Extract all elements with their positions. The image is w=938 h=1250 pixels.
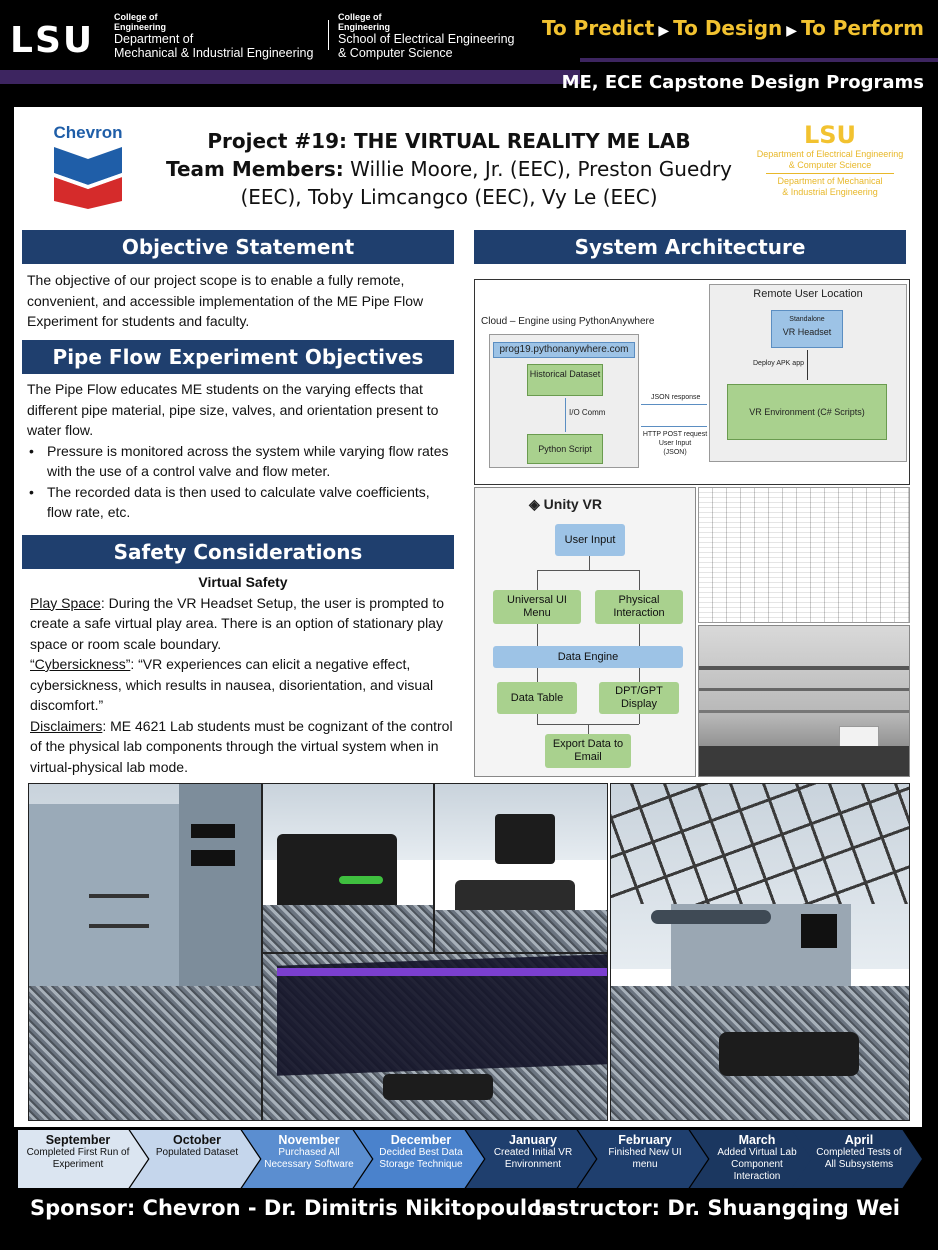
safety-heading: Safety Considerations: [22, 535, 454, 569]
objective-heading: Objective Statement: [22, 230, 454, 264]
objective-text: The objective of our project scope is to…: [27, 272, 424, 329]
lsu-logo: LSU: [10, 20, 95, 61]
vr-headset-box: Standalone VR Headset: [771, 310, 843, 348]
url-label: prog19.pythonanywhere.com: [493, 342, 635, 358]
unity-logo: ◈ Unity VR: [529, 496, 603, 512]
data-table-box: Data Table: [497, 682, 577, 714]
team-members: Team Members: Willie Moore, Jr. (EEC), P…: [165, 157, 733, 181]
purple-tab: [580, 58, 938, 102]
pipe-flow-text: The Pipe Flow educates ME students on th…: [27, 379, 457, 523]
vr-screenshot-keyboard: [434, 783, 608, 953]
vr-screenshot-valve-menu: [262, 783, 434, 953]
project-title: Project #19: THE VIRTUAL REALITY ME LAB: [207, 129, 691, 153]
pipe-flow-bullets: Pressure is monitored across the system …: [27, 441, 457, 523]
safety-text: Virtual Safety Play Space: During the VR…: [30, 574, 453, 775]
vr-environment-box: VR Environment (C# Scripts): [727, 384, 887, 440]
content-panel: Chevron Project #19: THE VIRTUAL REALITY…: [14, 107, 922, 1127]
programs-title: ME, ECE Capstone Design Programs: [561, 72, 924, 93]
export-data-box: Export Data to Email: [545, 734, 631, 768]
architecture-diagram: Remote User Location Cloud – Engine usin…: [474, 279, 910, 485]
lsu-dept-logo: LSU Department of Electrical Engineering…: [756, 121, 904, 197]
universal-ui-menu-box: Universal UI Menu: [493, 590, 581, 624]
user-input-box: User Input: [555, 524, 625, 556]
header-divider: [328, 20, 329, 50]
chevron-logo: Chevron: [48, 123, 128, 213]
instructor-credit: Instructor: Dr. Shuangqing Wei: [533, 1196, 900, 1220]
http-post-arrow: [641, 426, 707, 427]
dataset-table-image: [698, 487, 910, 623]
vr-screenshot-data-table: [262, 953, 608, 1121]
historical-dataset: Historical Dataset: [527, 364, 603, 396]
unity-cube-icon: ◈: [529, 496, 540, 512]
sponsor-credit: Sponsor: Chevron - Dr. Dimitris Nikitopo…: [30, 1196, 555, 1220]
team-members-cont: (EEC), Toby Limcangco (EEC), Vy Le (EEC): [240, 185, 658, 209]
system-architecture-heading: System Architecture: [474, 230, 906, 264]
college-ece: College of Engineering School of Electri…: [338, 12, 515, 60]
python-script: Python Script: [527, 434, 603, 464]
physical-lab-photo: [698, 625, 910, 777]
json-response-arrow: [641, 404, 707, 405]
vr-screenshot-room: [610, 783, 910, 1121]
chevron-emblem-icon: [54, 147, 122, 209]
pipe-flow-heading: Pipe Flow Experiment Objectives: [22, 340, 454, 374]
play-arrow-icon: ▶: [786, 23, 798, 39]
header: LSU College of Engineering Department of…: [0, 0, 938, 106]
unity-flow-diagram: ◈ Unity VR User Input Universal UI Menu …: [474, 487, 696, 777]
title-block: Project #19: THE VIRTUAL REALITY ME LAB …: [154, 127, 744, 211]
tagline: To Predict▶To Design▶To Perform: [541, 16, 924, 40]
data-engine-box: Data Engine: [493, 646, 683, 668]
physical-interaction-box: Physical Interaction: [595, 590, 683, 624]
list-item: The recorded data is then used to calcul…: [27, 482, 457, 523]
vr-screenshot-lab: [28, 783, 262, 1121]
list-item: Pressure is monitored across the system …: [27, 441, 457, 482]
play-arrow-icon: ▶: [658, 23, 670, 39]
dpt-gpt-display-box: DPT/GPT Display: [599, 682, 679, 714]
college-me: College of Engineering Department of Mec…: [114, 12, 314, 60]
